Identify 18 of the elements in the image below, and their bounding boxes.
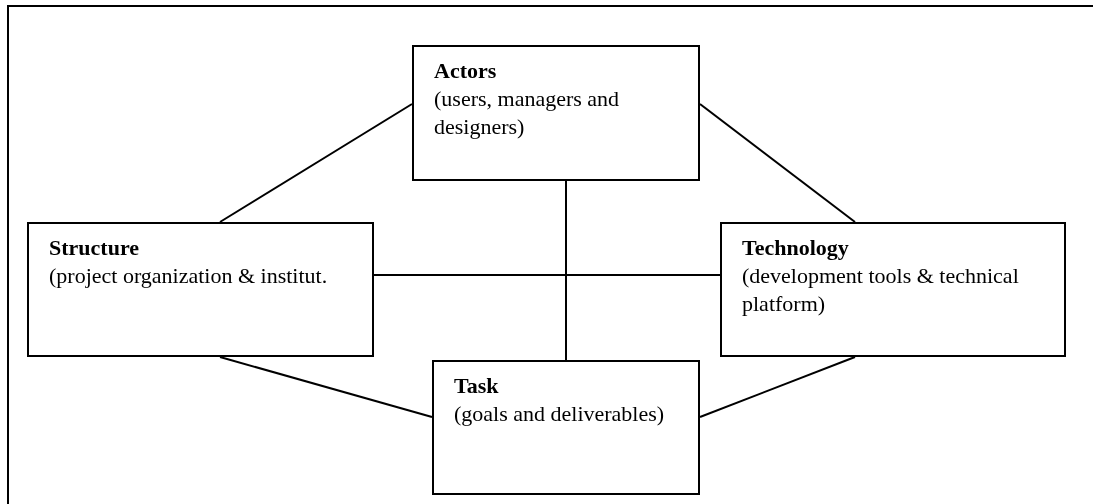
box-description: (development tools & technical platform) — [742, 262, 1020, 318]
connector-line — [219, 103, 413, 223]
connector-line — [565, 180, 567, 361]
concept-box — [432, 360, 700, 495]
box-heading: Task — [454, 372, 500, 400]
connector-line — [373, 274, 721, 276]
concept-box — [720, 222, 1066, 357]
box-description: (project organization & institut. — [49, 262, 329, 290]
box-heading: Structure — [49, 234, 141, 262]
connector-line — [219, 356, 433, 418]
connector-line — [699, 356, 856, 418]
box-description: (users, managers and designers) — [434, 85, 621, 141]
connector-line — [699, 103, 856, 223]
box-heading: Technology — [742, 234, 850, 262]
box-heading: Actors — [434, 57, 498, 85]
box-description: (goals and deliverables) — [454, 400, 666, 428]
concept-box — [412, 45, 700, 181]
concept-box — [27, 222, 374, 357]
